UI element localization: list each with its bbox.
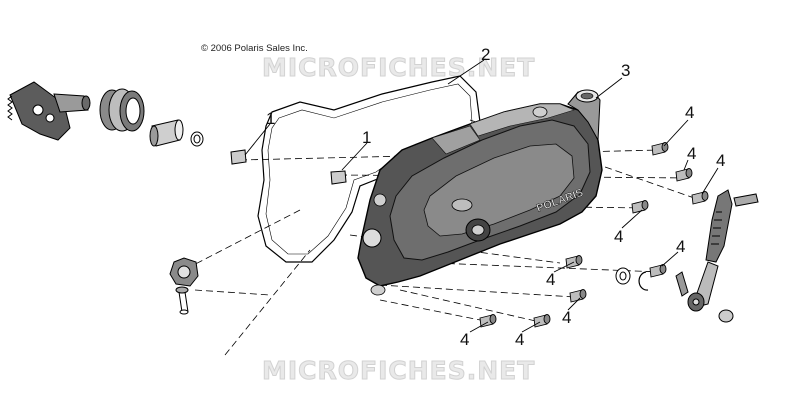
copyright-notice: © 2006 Polaris Sales Inc. <box>201 43 308 54</box>
bolt <box>565 255 583 269</box>
kick-bushing <box>149 119 184 147</box>
kick-spring <box>99 88 145 132</box>
drive-cover: POLARIS <box>357 89 603 296</box>
snap-ring <box>638 271 649 291</box>
bolt <box>533 314 551 328</box>
kick-starter-lever <box>675 189 759 323</box>
bolt <box>649 264 667 278</box>
callout-4: 4 <box>685 103 694 122</box>
gasket <box>257 75 481 263</box>
callout-1: 1 <box>362 128 371 147</box>
callout-4: 4 <box>460 330 469 349</box>
callout-4: 4 <box>716 151 725 170</box>
callout-3: 3 <box>621 61 630 80</box>
watermark-bottom: MICROFICHES.NET <box>261 356 536 386</box>
kick-starter-gear <box>7 81 91 141</box>
callout-1: 1 <box>266 109 275 128</box>
bolt <box>651 142 669 156</box>
callout-4: 4 <box>515 330 524 349</box>
leader-lines <box>244 59 719 333</box>
callout-4: 4 <box>546 270 555 289</box>
starter-pinion <box>169 257 199 315</box>
bolt <box>691 191 709 205</box>
bolt <box>675 168 693 182</box>
callout-4: 4 <box>687 144 696 163</box>
bolt <box>631 200 649 214</box>
kick-washer <box>190 131 204 147</box>
bolt <box>569 289 587 303</box>
callout-4: 4 <box>676 237 685 256</box>
shaft-washer <box>615 267 631 285</box>
callout-4: 4 <box>562 308 571 327</box>
callout-numbers: 1 1 2 3 4 4 4 4 4 4 4 4 4 <box>266 45 725 349</box>
dowel-pins <box>230 149 347 185</box>
callout-4: 4 <box>614 227 623 246</box>
callout-2: 2 <box>481 45 490 64</box>
bolt <box>479 314 497 328</box>
watermark-top: MICROFICHES.NET <box>261 53 536 83</box>
cover-bolts <box>479 142 709 328</box>
